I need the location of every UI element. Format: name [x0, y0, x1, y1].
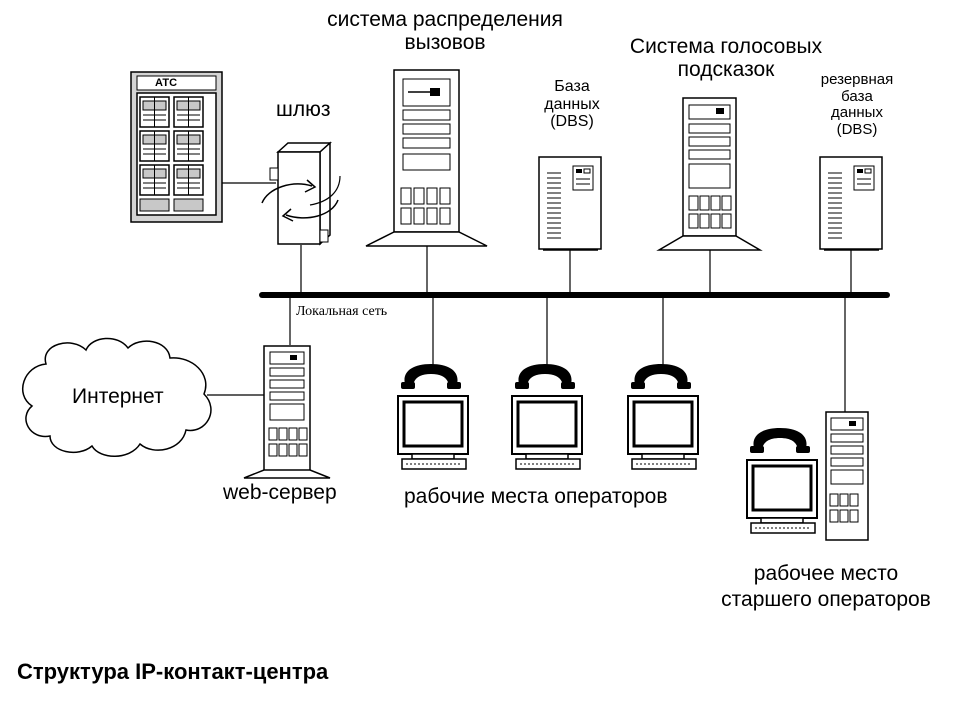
backup-database-label-line-1: резервная [820, 71, 894, 88]
pbx-label: АТС [155, 77, 178, 89]
diagram-caption: Структура IP-контакт-центра [17, 659, 329, 684]
operators-label: рабочие места операторов [404, 485, 668, 508]
web-server-icon [243, 345, 331, 479]
lan-label: Локальная сеть [296, 304, 388, 319]
database-label: База данных (DBS) [520, 78, 624, 131]
acd-server-icon [365, 69, 488, 247]
backup-database-label-line-2: база [841, 87, 873, 105]
internet-cloud-icon [21, 337, 212, 457]
operator-workstation-2-icon [510, 362, 584, 471]
backup-database-label-line-4: (DBS) [836, 120, 878, 138]
ivr-label-line-2: подсказок [677, 58, 775, 82]
operator-workstation-1-icon [396, 362, 470, 471]
ivr-label: Система голосовых подсказок [600, 35, 852, 81]
database-server-icon [538, 156, 602, 251]
ivr-server-icon [656, 97, 763, 251]
backup-database-label: резервная база данных (DBS) [805, 71, 909, 138]
backup-database-label-line-3: данных [831, 104, 883, 121]
operator-workstation-3-icon [626, 362, 700, 471]
web-server-label: web-сервер [223, 481, 337, 504]
acd-label-line-1: система распределения [327, 8, 563, 31]
database-label-line-2: данных [544, 95, 600, 113]
database-label-line-1: База [554, 78, 590, 95]
ivr-label-line-1: Система голосовых [629, 35, 823, 58]
acd-label-line-2: вызовов [404, 31, 486, 55]
connections [207, 182, 852, 412]
acd-label: система распределения вызовов [295, 8, 595, 54]
supervisor-label: рабочее место старшего операторов [690, 562, 962, 611]
gateway-icon [261, 141, 341, 246]
pbx-rack-icon [130, 71, 223, 223]
gateway-label: шлюз [276, 98, 331, 121]
supervisor-label-line-2: старшего операторов [721, 588, 931, 612]
supervisor-workstation-icon [745, 411, 869, 541]
database-label-line-3: (DBS) [550, 113, 594, 131]
internet-label: Интернет [72, 385, 164, 408]
backup-database-server-icon [819, 156, 883, 251]
supervisor-label-line-1: рабочее место [753, 562, 899, 585]
